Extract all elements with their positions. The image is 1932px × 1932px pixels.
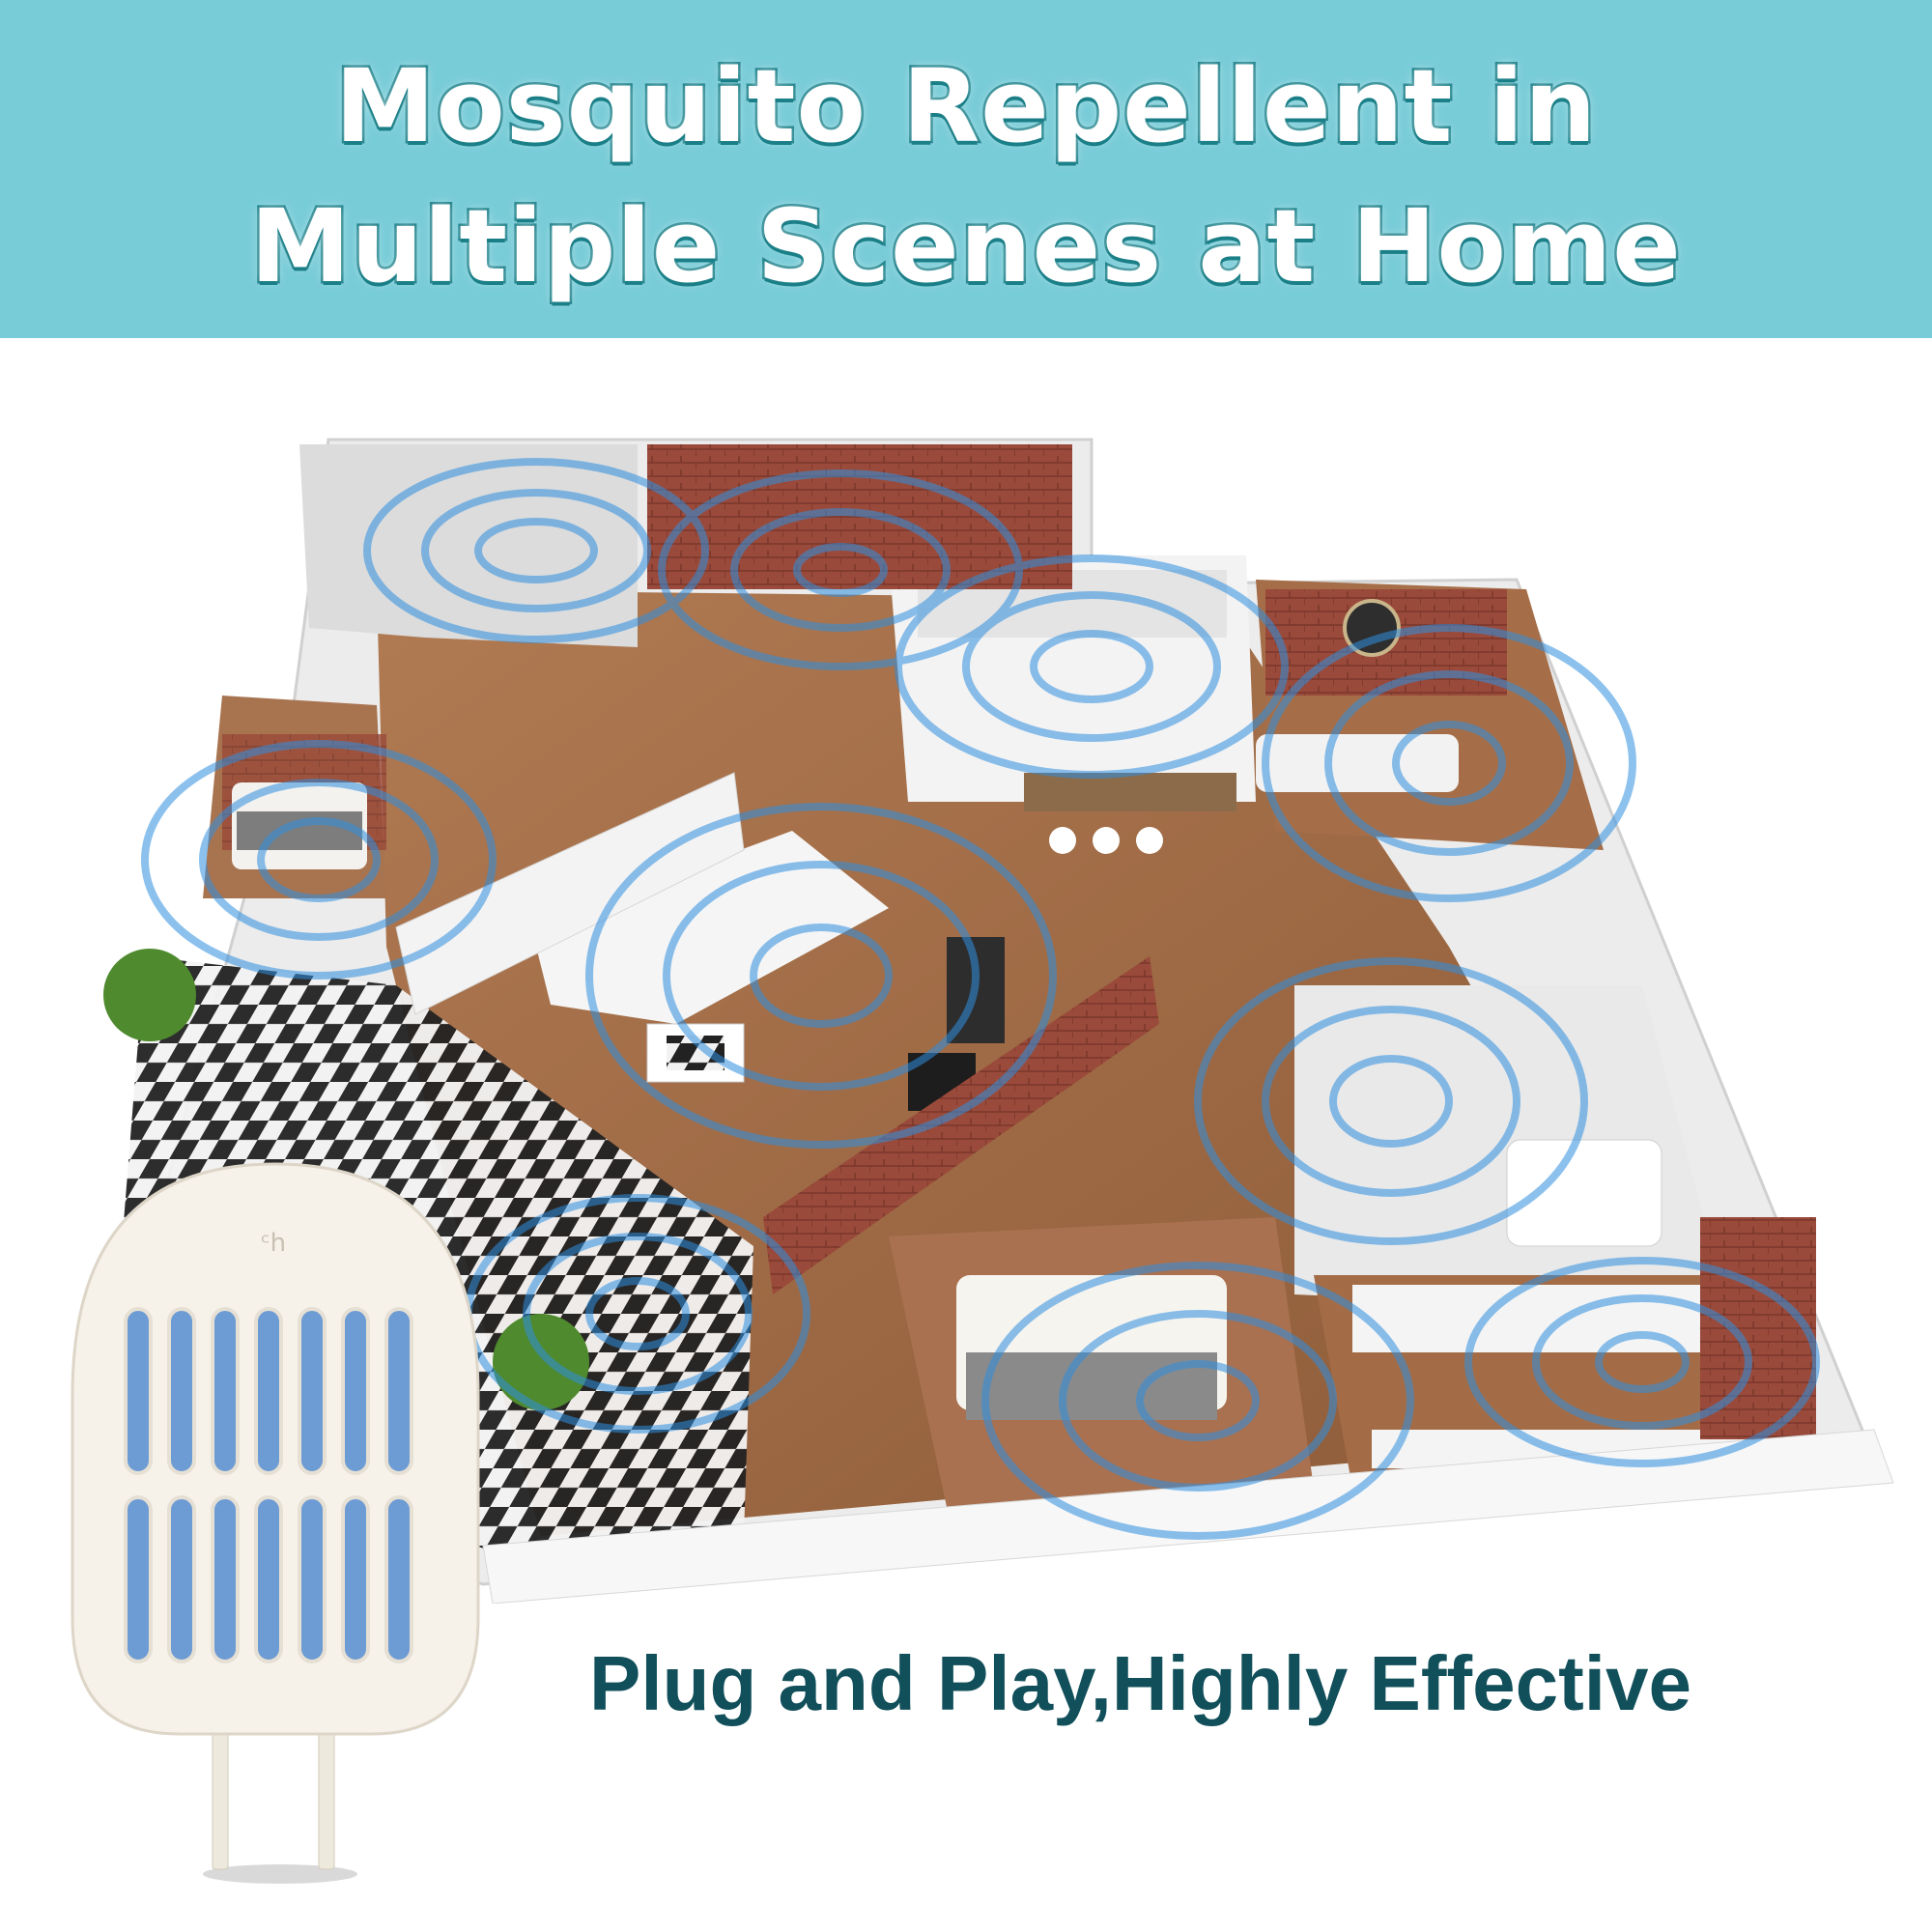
apartment-floor-plan-illustration xyxy=(95,438,1894,1604)
bookshelf-wall xyxy=(395,772,745,1015)
plug-prong-left xyxy=(212,1723,229,1870)
header-banner xyxy=(0,0,1932,338)
mosquito-repellent-device-icon: ᶜh xyxy=(71,1162,480,1884)
sofa-main xyxy=(531,831,889,1024)
brick-partition xyxy=(763,956,1159,1294)
title-line-1: Mosquito Repellent in xyxy=(332,45,1598,168)
tagline: Plug and Play,Highly Effective xyxy=(589,1640,1692,1726)
brick-room-top xyxy=(647,444,1072,589)
device-vents xyxy=(124,1307,413,1663)
device-logo: ᶜh xyxy=(261,1229,286,1258)
front-wall xyxy=(482,1429,1894,1604)
page-title: Mosquito Repellent in Multiple Scenes at… xyxy=(0,37,1932,317)
bathroom-top xyxy=(299,444,638,647)
title-line-2: Multiple Scenes at Home xyxy=(248,185,1684,308)
stool xyxy=(1049,827,1076,854)
bed-blanket xyxy=(237,811,362,850)
sofa-right xyxy=(1256,734,1459,792)
plant-bottom xyxy=(493,1314,589,1410)
repellent-wave-icon xyxy=(141,458,1820,1540)
device-shadow xyxy=(203,1864,357,1884)
kitchen-counter xyxy=(1024,773,1236,811)
plug-prong-right xyxy=(318,1723,335,1870)
bathtub xyxy=(1506,1139,1662,1247)
stool xyxy=(1136,827,1163,854)
stool xyxy=(1093,827,1120,854)
plant-left xyxy=(103,949,196,1041)
